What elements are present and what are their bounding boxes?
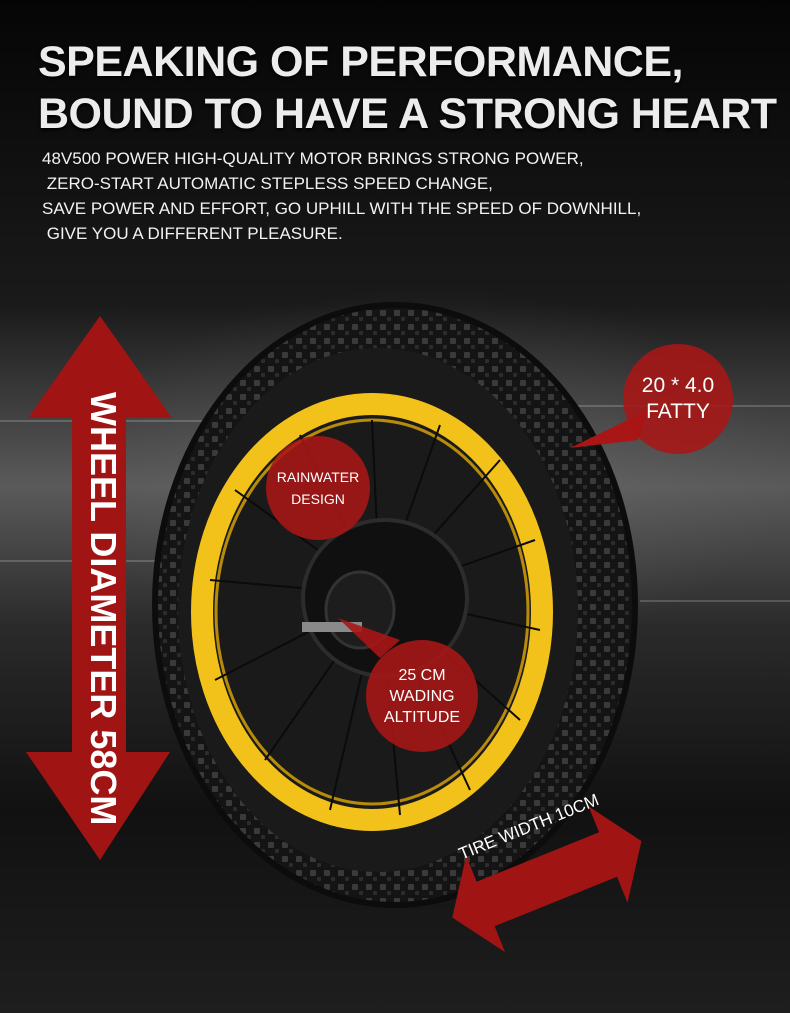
- motion-streak: [640, 600, 790, 602]
- headline-line-2: BOUND TO HAVE A STRONG HEART: [38, 90, 777, 138]
- tire-width-arrow: [452, 806, 642, 953]
- wheel-diameter-arrow: [26, 316, 172, 860]
- wading-line-3: ALTITUDE: [383, 708, 461, 726]
- tire-size-line-2: FATTY: [646, 400, 710, 423]
- wading-callout: 25 CM WADING ALTITUDE: [366, 640, 478, 752]
- headline-line-1: SPEAKING OF PERFORMANCE,: [38, 38, 684, 86]
- description-line-3: SAVE POWER AND EFFORT, GO UPHILL WITH TH…: [42, 199, 642, 218]
- wading-line-1: 25 CM: [398, 666, 446, 684]
- description-line-1: 48V500 POWER HIGH-QUALITY MOTOR BRINGS S…: [42, 149, 584, 168]
- axle: [302, 622, 362, 632]
- rainwater-callout: RAINWATER DESIGN: [266, 436, 370, 540]
- motion-streak: [0, 420, 300, 422]
- description-line-4: GIVE YOU A DIFFERENT PLEASURE.: [42, 224, 343, 243]
- rainwater-line-2: DESIGN: [291, 491, 345, 507]
- tire-size-line-1: 20 * 4.0: [641, 374, 715, 397]
- wading-line-2: WADING: [389, 687, 455, 705]
- callout-pointer: [338, 618, 400, 658]
- rainwater-line-1: RAINWATER: [276, 469, 360, 485]
- tire-size-callout: 20 * 4.0 FATTY: [623, 344, 733, 454]
- rim: [191, 393, 553, 831]
- wheel-diameter-label: WHEEL DIAMETER 58CM: [83, 392, 124, 826]
- description-line-2: ZERO-START AUTOMATIC STEPLESS SPEED CHAN…: [42, 174, 493, 193]
- headline: SPEAKING OF PERFORMANCE, BOUND TO HAVE A…: [38, 36, 778, 140]
- description: 48V500 POWER HIGH-QUALITY MOTOR BRINGS S…: [42, 146, 782, 246]
